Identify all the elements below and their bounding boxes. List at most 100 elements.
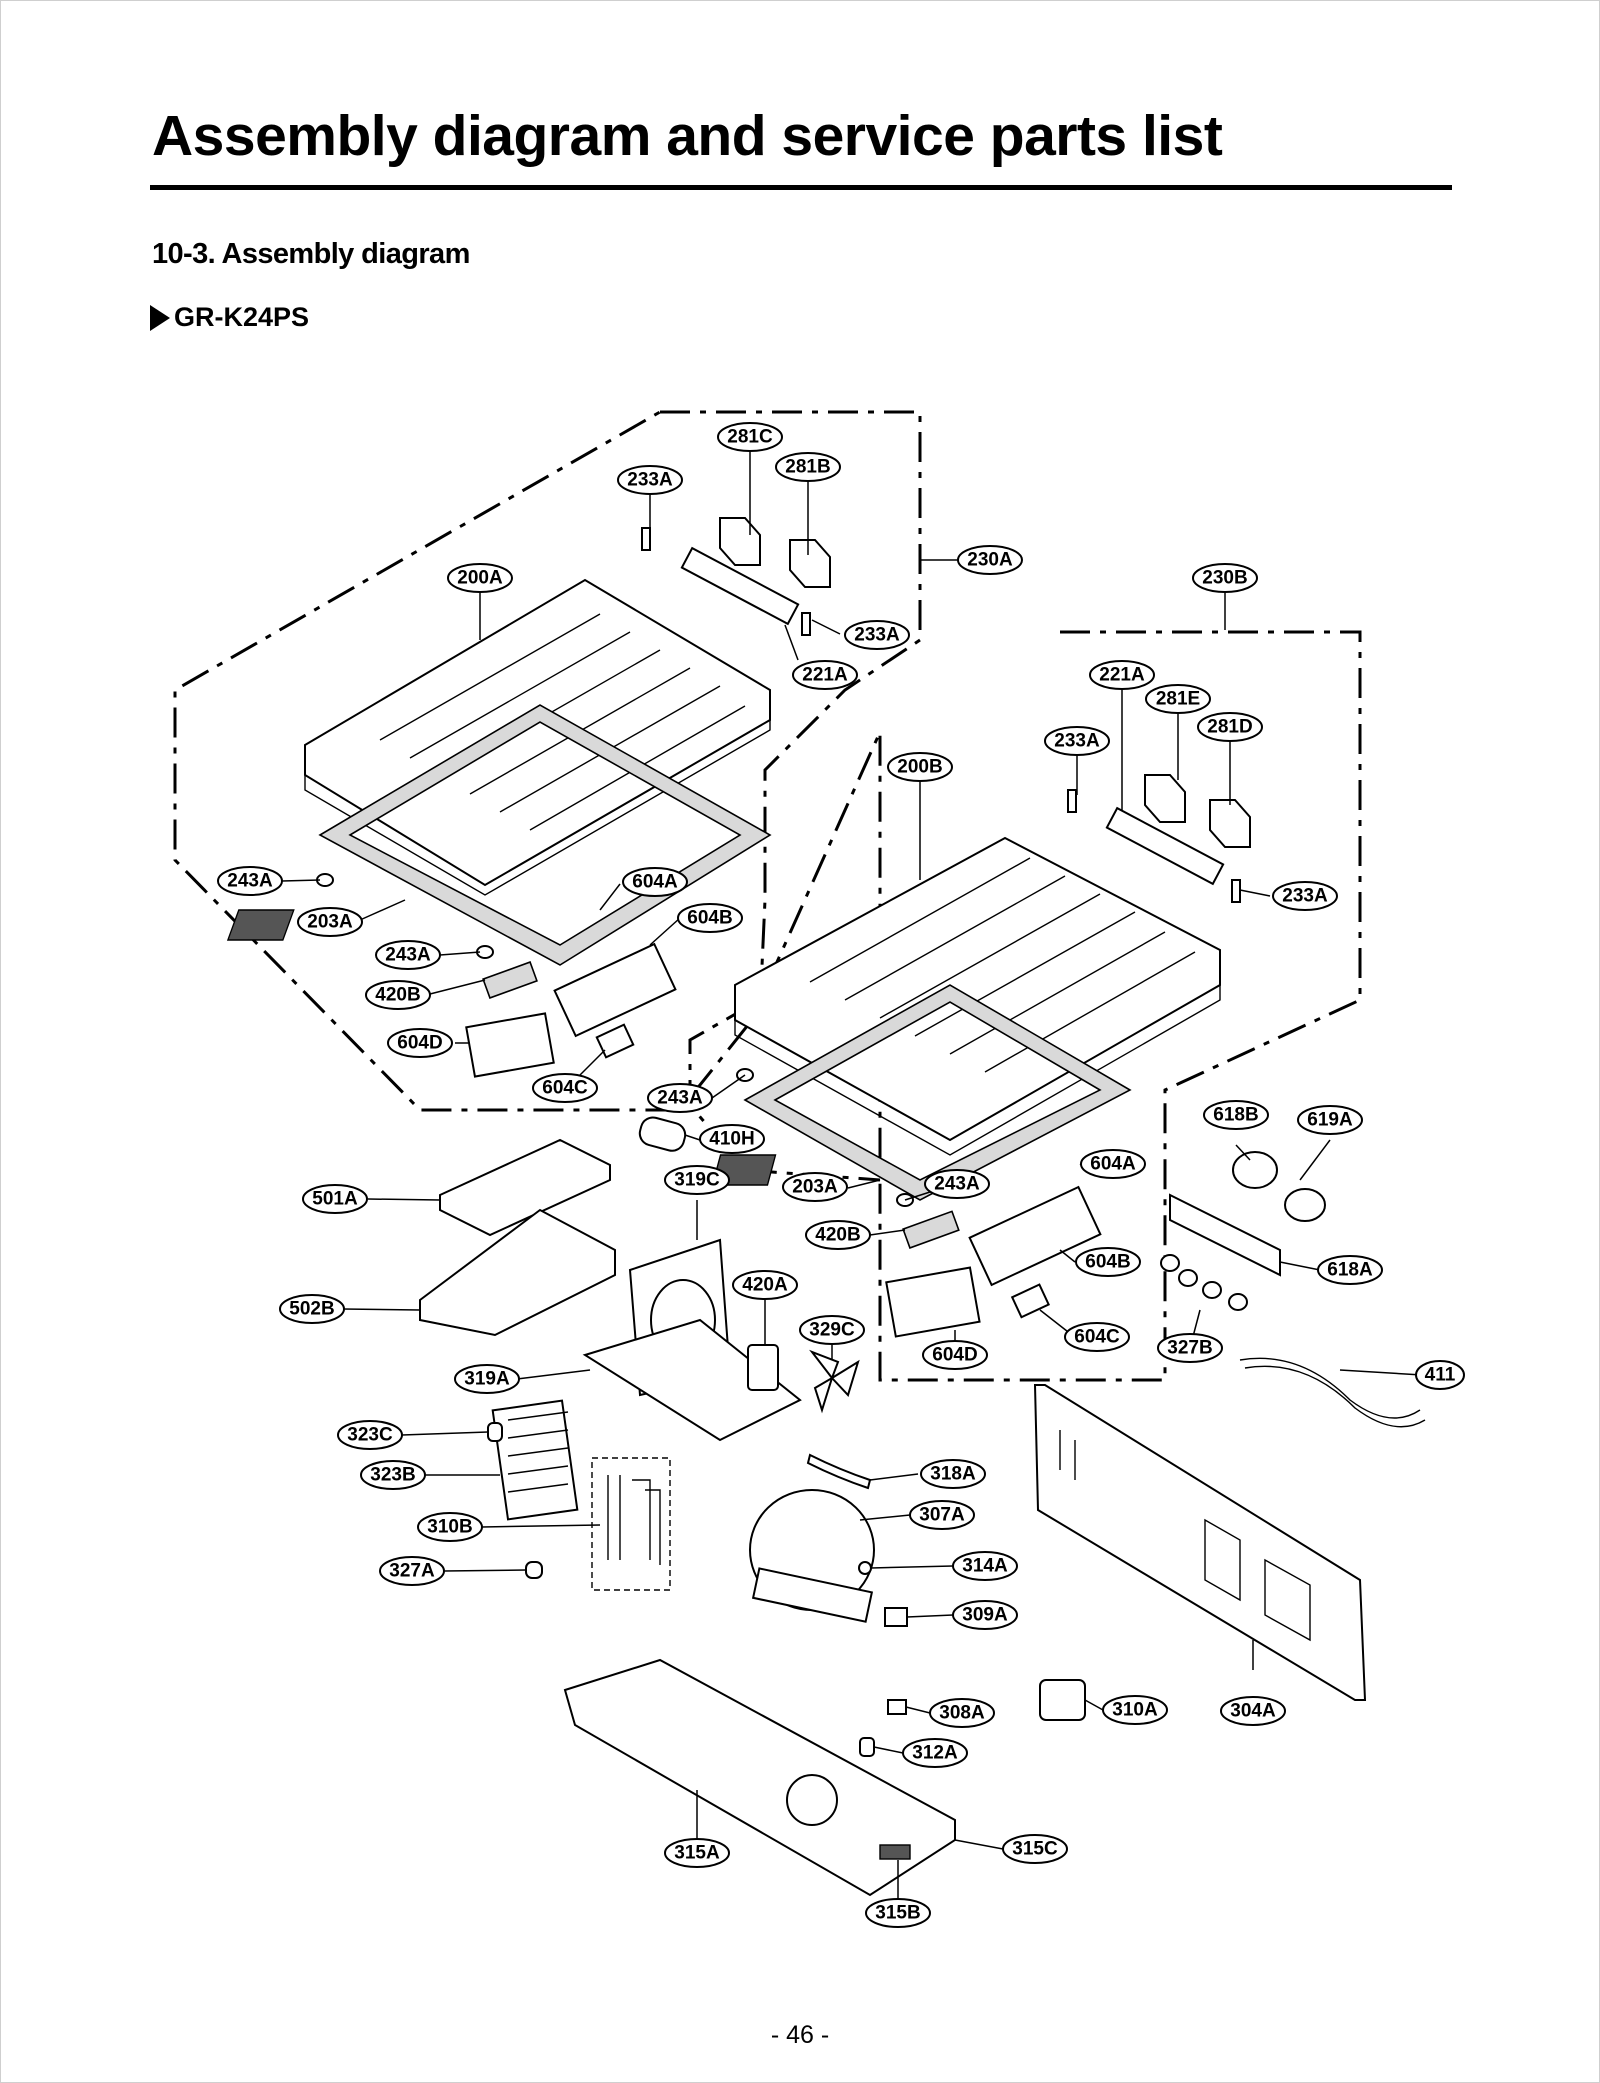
callout-bubble bbox=[217, 866, 283, 896]
callout-bubble bbox=[447, 563, 513, 593]
hinge-bar-221A-left bbox=[680, 546, 800, 626]
callout: 604B bbox=[1075, 1247, 1141, 1277]
callout-bubble bbox=[1272, 881, 1338, 911]
callout-label: 619A bbox=[1307, 1110, 1353, 1131]
callout: 200B bbox=[887, 752, 953, 782]
callout-bubble bbox=[622, 867, 688, 897]
callout: 243A bbox=[924, 1169, 990, 1199]
bracket-281D bbox=[1209, 799, 1251, 848]
callout-bubble bbox=[887, 752, 953, 782]
callout-label: 308A bbox=[939, 1703, 985, 1724]
callout-label: 604A bbox=[1090, 1154, 1136, 1175]
title-rule bbox=[150, 185, 1452, 190]
callout-bubble bbox=[717, 422, 783, 452]
module-604D-left bbox=[465, 1012, 555, 1078]
callout-bubble bbox=[732, 1270, 798, 1300]
cushion-327A bbox=[525, 1561, 543, 1579]
callout-bubble bbox=[1145, 684, 1211, 714]
callout-bubble bbox=[664, 1838, 730, 1868]
callout: 604A bbox=[622, 867, 688, 897]
callout-label: 203A bbox=[307, 912, 353, 933]
callout-label: 281D bbox=[1207, 717, 1252, 738]
callout-label: 233A bbox=[854, 625, 900, 646]
leader bbox=[873, 1746, 904, 1754]
callout: 411 bbox=[1415, 1360, 1465, 1390]
callout: 604B bbox=[677, 903, 743, 933]
cushion-327B-4 bbox=[1228, 1293, 1248, 1311]
bracket-281E bbox=[1144, 774, 1186, 823]
callout-label: 323C bbox=[347, 1425, 393, 1446]
callout: 221A bbox=[792, 660, 858, 690]
callout-label: 243A bbox=[657, 1088, 703, 1109]
callout-bubble bbox=[1102, 1695, 1168, 1725]
callout-bubble bbox=[417, 1512, 483, 1542]
board-604B-right bbox=[968, 1185, 1102, 1287]
capacitor-410H bbox=[638, 1116, 687, 1152]
callout-bubble bbox=[929, 1698, 995, 1728]
callout: 281B bbox=[775, 452, 841, 482]
leader bbox=[481, 1524, 601, 1528]
callout-bubble bbox=[844, 620, 910, 650]
cushion-327B-2 bbox=[1178, 1269, 1198, 1287]
back-cover-vents bbox=[1059, 1430, 1311, 1642]
leader bbox=[281, 879, 321, 882]
callout: 501A bbox=[302, 1184, 368, 1214]
callout-bubble bbox=[952, 1600, 1018, 1630]
callout-label: 604B bbox=[1085, 1252, 1130, 1273]
callout-label: 604B bbox=[687, 908, 732, 929]
callout-bubble bbox=[902, 1738, 968, 1768]
callout-label: 329C bbox=[809, 1320, 855, 1341]
callout: 319A bbox=[454, 1364, 520, 1394]
callout-bubble bbox=[379, 1556, 445, 1586]
callout-label: 502B bbox=[289, 1299, 334, 1320]
fan-blade-329C bbox=[809, 1349, 860, 1414]
callout-label: 420B bbox=[815, 1225, 860, 1246]
callout: 327A bbox=[379, 1556, 445, 1586]
leader bbox=[870, 1565, 954, 1569]
chip-604C-left bbox=[595, 1023, 635, 1059]
callout: 312A bbox=[902, 1738, 968, 1768]
callout-bubble bbox=[1197, 712, 1263, 742]
callout: 420B bbox=[365, 980, 431, 1010]
callout-label: 230B bbox=[1202, 568, 1247, 589]
callout: 281D bbox=[1197, 712, 1263, 742]
board-cover-502B bbox=[419, 1208, 616, 1337]
callout: 604D bbox=[387, 1028, 453, 1058]
callout: 314A bbox=[952, 1551, 1018, 1581]
callout-bubble bbox=[1002, 1834, 1068, 1864]
callout-label: 203A bbox=[792, 1177, 838, 1198]
leader bbox=[367, 1198, 441, 1201]
callout-label: 319C bbox=[674, 1170, 720, 1191]
bracket-281B bbox=[789, 539, 831, 588]
leader bbox=[1279, 1261, 1321, 1271]
callout-bubble bbox=[775, 452, 841, 482]
callout-bubble bbox=[1089, 660, 1155, 690]
callout-bubble bbox=[909, 1500, 975, 1530]
callout-label: 604D bbox=[397, 1033, 442, 1054]
callout: 233A bbox=[844, 620, 910, 650]
leader-lines bbox=[281, 450, 1423, 1898]
drain-grille bbox=[786, 1774, 838, 1826]
leader bbox=[811, 619, 841, 635]
callout-bubble bbox=[782, 1172, 848, 1202]
callout: 329C bbox=[799, 1315, 865, 1345]
base-plate-315A bbox=[563, 1658, 956, 1897]
callout-label: 221A bbox=[802, 665, 848, 686]
callout: 200A bbox=[447, 563, 513, 593]
motor-619A bbox=[1284, 1188, 1326, 1222]
leader bbox=[869, 1473, 919, 1481]
leader bbox=[359, 899, 406, 921]
callout-bubble bbox=[952, 1551, 1018, 1581]
callout-label: 281B bbox=[785, 457, 830, 478]
callout-label: 304A bbox=[1230, 1701, 1276, 1722]
callout-bubble bbox=[302, 1184, 368, 1214]
callout-label: 327A bbox=[389, 1561, 435, 1582]
callout-bubble bbox=[1297, 1105, 1363, 1135]
callout: 310B bbox=[417, 1512, 483, 1542]
callout-bubble bbox=[799, 1315, 865, 1345]
group-outline-230A bbox=[173, 410, 922, 1112]
pipe-310B bbox=[607, 1475, 661, 1565]
callout-bubble bbox=[1192, 563, 1258, 593]
clip-314A bbox=[858, 1561, 872, 1575]
callout-label: 604C bbox=[1074, 1327, 1120, 1348]
